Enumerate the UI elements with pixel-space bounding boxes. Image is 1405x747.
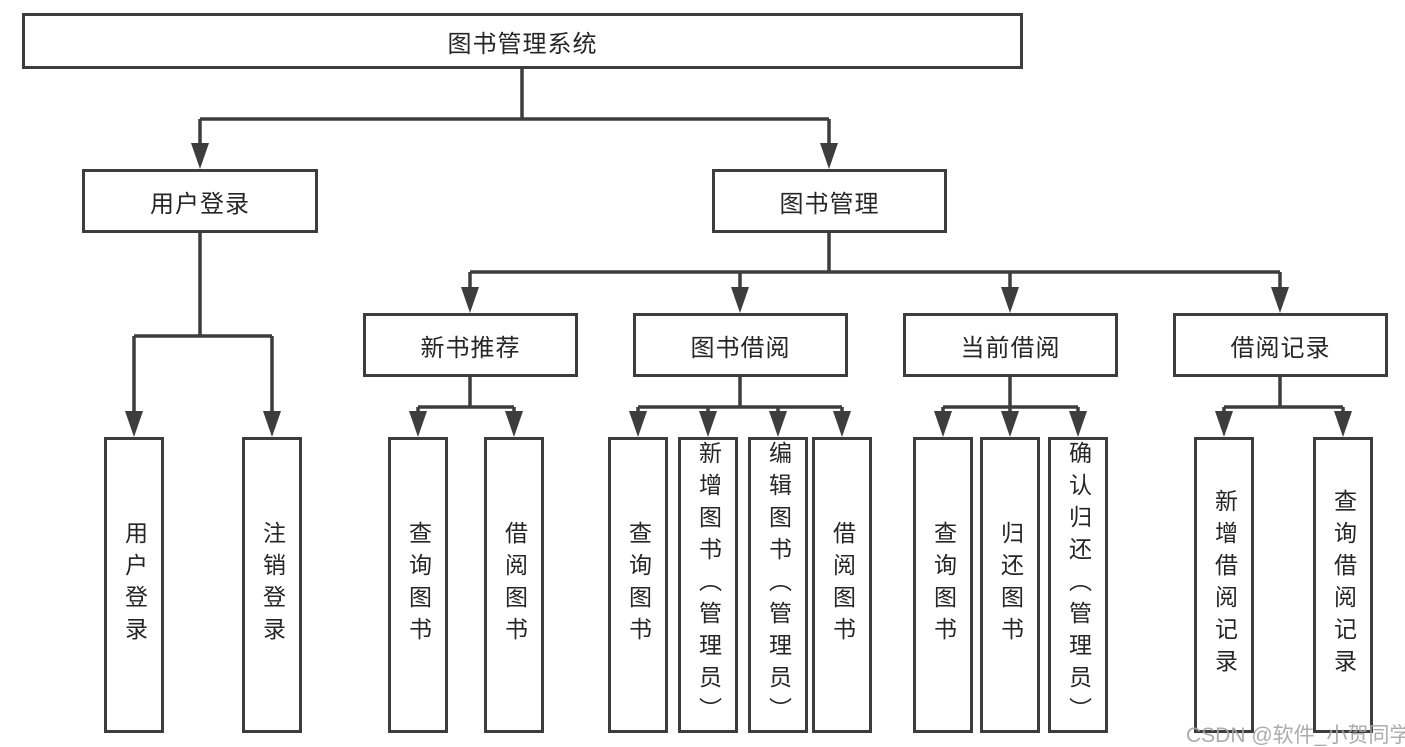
arrow-down-icon — [191, 143, 209, 169]
leaf-query-books: 查询图书 — [913, 437, 973, 733]
arrow-down-icon — [461, 287, 479, 313]
node-label: 注销登录 — [259, 521, 286, 649]
arrow-down-icon — [731, 287, 749, 313]
arrow-down-icon — [505, 411, 523, 437]
node-label: 图书借阅 — [690, 334, 791, 362]
node-label: 归还图书 — [997, 521, 1024, 649]
node-label: 借阅图书 — [501, 521, 528, 649]
arrow-down-icon — [833, 411, 851, 437]
leaf-add-borrow-record: 新增借阅记录 — [1194, 437, 1254, 733]
arrow-down-icon — [125, 411, 143, 437]
node-label: 用户登录 — [121, 521, 148, 649]
leaf-user-login: 用户登录 — [104, 437, 164, 733]
node-borrow-records: 借阅记录 — [1173, 313, 1388, 377]
csdn-watermark: CSDN @软件_小贺同学 — [1186, 724, 1405, 747]
leaf-logout: 注销登录 — [242, 437, 302, 733]
node-book-management-branch: 图书管理 — [712, 169, 947, 233]
arrow-down-icon — [629, 411, 647, 437]
node-user-login-branch: 用户登录 — [82, 169, 318, 233]
node-label: 查询图书 — [405, 521, 432, 649]
leaf-return-books: 归还图书 — [980, 437, 1040, 733]
leaf-query-borrow-record: 查询借阅记录 — [1313, 437, 1373, 733]
arrow-down-icon — [699, 411, 717, 437]
node-label: 编辑图书（管理员） — [765, 441, 792, 729]
node-label: 图书管理 — [779, 190, 880, 218]
node-new-book-recommend: 新书推荐 — [363, 313, 578, 377]
node-label: 用户登录 — [150, 190, 250, 218]
arrow-down-icon — [1334, 411, 1352, 437]
leaf-borrow-books: 借阅图书 — [484, 437, 544, 733]
node-label: 当前借阅 — [960, 334, 1061, 362]
node-root-label: 图书管理系统 — [447, 30, 598, 58]
arrow-down-icon — [820, 143, 838, 169]
arrow-down-icon — [769, 411, 787, 437]
node-root: 图书管理系统 — [22, 13, 1023, 69]
arrow-down-icon — [409, 411, 427, 437]
node-label: 确认归还（管理员） — [1065, 441, 1092, 729]
leaf-confirm-return-admin: 确认归还（管理员） — [1048, 437, 1108, 733]
arrow-down-icon — [1069, 411, 1087, 437]
node-label: 新书推荐 — [420, 334, 521, 362]
node-current-borrow: 当前借阅 — [903, 313, 1118, 377]
leaf-edit-books-admin: 编辑图书（管理员） — [748, 437, 808, 733]
node-label: 新增借阅记录 — [1211, 489, 1238, 681]
node-label: 借阅记录 — [1230, 334, 1331, 362]
leaf-add-books-admin: 新增图书（管理员） — [678, 437, 738, 733]
node-label: 借阅图书 — [829, 521, 856, 649]
arrow-down-icon — [1271, 287, 1289, 313]
leaf-query-books: 查询图书 — [608, 437, 668, 733]
arrow-down-icon — [263, 411, 281, 437]
arrow-down-icon — [934, 411, 952, 437]
node-book-borrow: 图书借阅 — [633, 313, 848, 377]
leaf-borrow-books: 借阅图书 — [812, 437, 872, 733]
arrow-down-icon — [1001, 411, 1019, 437]
arrow-down-icon — [1215, 411, 1233, 437]
node-label: 新增图书（管理员） — [695, 441, 722, 729]
node-label: 查询借阅记录 — [1330, 489, 1357, 681]
node-label: 查询图书 — [625, 521, 652, 649]
node-label: 查询图书 — [930, 521, 957, 649]
arrow-down-icon — [1001, 287, 1019, 313]
leaf-query-books: 查询图书 — [388, 437, 448, 733]
